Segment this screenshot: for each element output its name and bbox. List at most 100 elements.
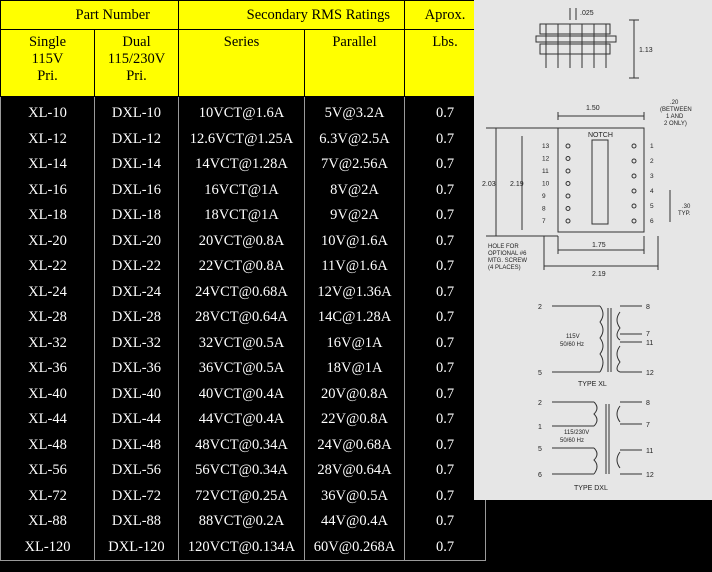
weight-cell: 0.7 xyxy=(404,96,487,127)
dual-primary-header: Dual 115/230V Pri. xyxy=(94,29,179,97)
front-view xyxy=(486,112,671,270)
single-part-cell: XL-20 xyxy=(0,228,95,254)
dxl-pin-8: 8 xyxy=(646,400,650,407)
hole-note-line4: (4 PLACES) xyxy=(488,265,521,271)
dual-part-cell: DXL-22 xyxy=(94,254,179,280)
hole-note-line3: MTG. SCREW xyxy=(488,258,527,264)
front-left-pin-label: 8 xyxy=(542,206,546,213)
dxl-pin-6: 6 xyxy=(538,472,542,479)
dual-part-cell: DXL-32 xyxy=(94,330,179,356)
weight-cell: 0.7 xyxy=(404,203,487,229)
dxl-pin-7: 7 xyxy=(646,422,650,429)
single-part-cell: XL-24 xyxy=(0,279,95,305)
type-xl-label: TYPE XL xyxy=(578,381,607,388)
dual-part-cell: DXL-18 xyxy=(94,203,179,229)
dim-between-line1: .20 xyxy=(670,100,679,106)
series-rating-cell: 44VCT@0.4A xyxy=(178,407,305,433)
weight-cell: 0.7 xyxy=(404,509,487,535)
series-rating-cell: 12.6VCT@1.25A xyxy=(178,126,305,152)
xl-pin-5: 5 xyxy=(538,370,542,377)
aprox-header: Aprox. xyxy=(404,0,487,30)
front-left-pin xyxy=(565,206,571,211)
parallel-rating-cell: 24V@0.68A xyxy=(303,432,406,458)
parallel-rating-cell: 8V@2A xyxy=(303,177,406,203)
parallel-rating-cell: 11V@1.6A xyxy=(303,254,406,280)
dim-left-inner-label: 2.19 xyxy=(510,181,524,188)
series-rating-cell: 36VCT@0.5A xyxy=(178,356,305,382)
single-part-cell: XL-32 xyxy=(0,330,95,356)
dim-pitch-label: .30 xyxy=(682,204,691,210)
dual-part-cell: DXL-48 xyxy=(94,432,179,458)
front-right-pin xyxy=(631,188,637,194)
dxl-pin-5: 5 xyxy=(538,446,542,453)
transformer-drawing: .025 1.13 1.50 .20 (BETWEEN 1 AND 2 ONLY… xyxy=(474,0,712,500)
series-rating-cell: 72VCT@0.25A xyxy=(178,483,305,509)
front-right-pin-label: 4 xyxy=(650,188,654,195)
dim-bottom-inner-label: 1.75 xyxy=(592,242,606,249)
dual-part-cell: DXL-88 xyxy=(94,509,179,535)
xl-primary-voltage: 115V xyxy=(566,334,580,340)
dual-part-cell: DXL-40 xyxy=(94,381,179,407)
series-rating-cell: 22VCT@0.8A xyxy=(178,254,305,280)
dim-between-line3: 1 AND xyxy=(666,114,684,120)
hole-note-line2: OPTIONAL #6 xyxy=(488,251,527,257)
series-rating-cell: 20VCT@0.8A xyxy=(178,228,305,254)
front-left-pin-label: 13 xyxy=(542,143,550,150)
parallel-rating-cell: 10V@1.6A xyxy=(303,228,406,254)
dxl-primary-frequency: 50/60 Hz xyxy=(560,438,584,444)
weight-cell: 0.7 xyxy=(404,330,487,356)
front-right-pin xyxy=(631,218,637,224)
single-part-cell: XL-18 xyxy=(0,203,95,229)
single-primary-header: Single 115V Pri. xyxy=(0,29,95,97)
single-part-cell: XL-14 xyxy=(0,152,95,178)
dim-left-outer-label: 2.03 xyxy=(482,181,496,188)
front-right-pin xyxy=(631,158,637,164)
single-part-cell: XL-10 xyxy=(0,96,95,127)
dual-part-cell: DXL-12 xyxy=(94,126,179,152)
front-right-pin-label: 5 xyxy=(650,203,654,210)
notch-label: NOTCH xyxy=(588,132,613,139)
weight-cell: 0.7 xyxy=(404,279,487,305)
dim-width-top-label: 1.50 xyxy=(586,105,600,112)
parallel-rating-cell: 60V@0.268A xyxy=(303,534,406,561)
side-view xyxy=(535,8,639,79)
front-right-pin-label: 6 xyxy=(650,218,654,225)
dim-height-label: 1.13 xyxy=(639,47,653,54)
weight-cell: 0.7 xyxy=(404,254,487,280)
series-rating-cell: 32VCT@0.5A xyxy=(178,330,305,356)
front-right-pin xyxy=(631,203,637,209)
dual-part-cell: DXL-14 xyxy=(94,152,179,178)
front-left-pin xyxy=(565,193,571,199)
hole-note-line1: HOLE FOR xyxy=(488,244,519,250)
series-rating-cell: 28VCT@0.64A xyxy=(178,305,305,331)
parallel-rating-cell: 36V@0.5A xyxy=(303,483,406,509)
single-part-cell: XL-36 xyxy=(0,356,95,382)
xl-pin-12: 12 xyxy=(646,370,654,377)
single-part-cell: XL-88 xyxy=(0,509,95,535)
parallel-rating-cell: 44V@0.4A xyxy=(303,509,406,535)
weight-cell: 0.7 xyxy=(404,458,487,484)
xl-pin-7: 7 xyxy=(646,331,650,338)
type-dxl-label: TYPE DXL xyxy=(574,485,608,492)
single-part-cell: XL-72 xyxy=(0,483,95,509)
dim-top-label: .025 xyxy=(580,10,594,17)
series-rating-cell: 14VCT@1.28A xyxy=(178,152,305,178)
dxl-primary-voltage: 115/230V xyxy=(564,430,589,436)
front-left-pin-label: 11 xyxy=(542,168,549,175)
dual-part-cell: DXL-10 xyxy=(94,96,179,127)
part-number-header: Part Number xyxy=(0,0,179,30)
front-left-pin xyxy=(565,218,571,224)
